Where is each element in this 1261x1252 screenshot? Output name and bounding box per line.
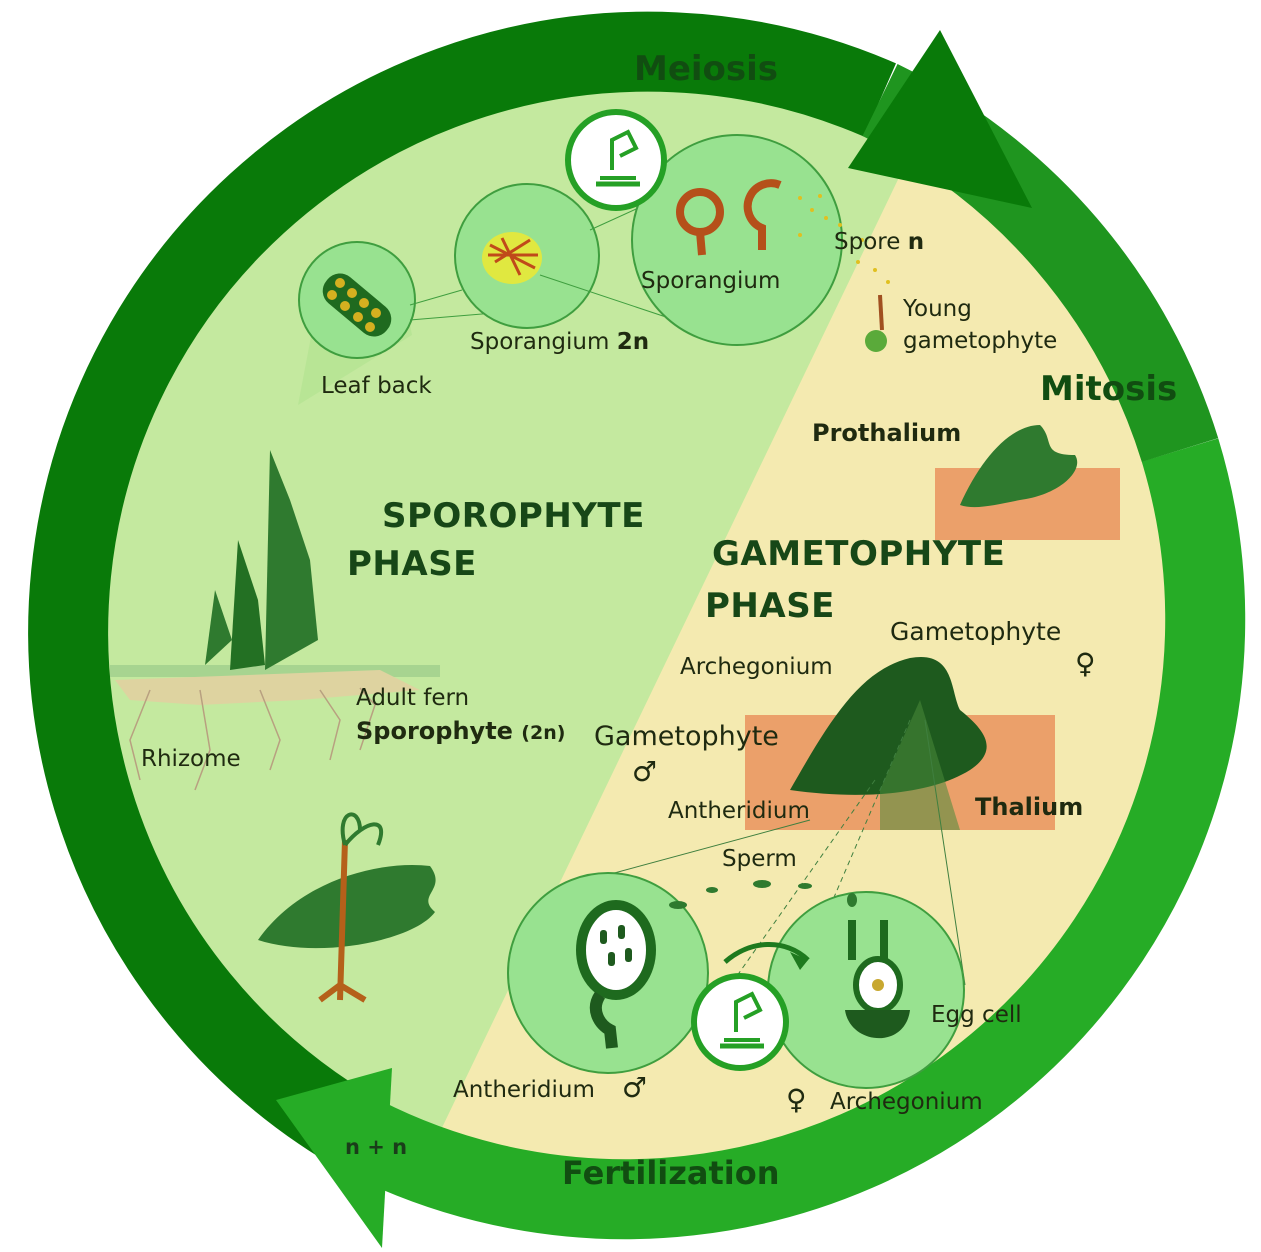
spore-label: Spore n: [834, 229, 924, 255]
sporophyte-label: Sporophyte (2n): [356, 718, 565, 746]
prothalium-label: Prothalium: [812, 420, 961, 448]
male-symbol-bottom: ♂: [622, 1072, 647, 1104]
gametophyte-female-label: Gametophyte: [890, 618, 1061, 647]
adult-fern-label: Adult fern: [356, 685, 469, 711]
rhizome-label: Rhizome: [141, 746, 241, 772]
thalium-label: Thalium: [975, 794, 1083, 822]
antheridium-bottom-label: Antheridium: [453, 1077, 595, 1103]
fertilization-label: Fertilization: [562, 1155, 780, 1192]
antheridium-top-label: Antheridium: [668, 798, 810, 824]
gametophyte-phase-line1: GAMETOPHYTE: [712, 531, 1005, 579]
archegonium-top-label: Archegonium: [680, 654, 833, 680]
sporophyte-phase-line2: PHASE: [347, 541, 477, 589]
egg-cell-label: Egg cell: [931, 1002, 1022, 1028]
sporangium-2n-label: Sporangium 2n: [470, 329, 649, 355]
n-plus-n-label: n + n: [345, 1135, 407, 1159]
male-symbol: ♂: [632, 756, 657, 788]
sporophyte-phase-line1: SPOROPHYTE: [382, 493, 645, 541]
microscope-icon: [568, 112, 664, 208]
leaf-back-label: Leaf back: [321, 373, 432, 399]
mitosis-label: Mitosis: [1040, 370, 1177, 409]
sperm-label: Sperm: [722, 846, 797, 872]
meiosis-label: Meiosis: [634, 50, 778, 89]
gametophyte-male-label: Gametophyte: [594, 721, 779, 752]
microscope-icon: [694, 976, 786, 1068]
female-symbol-bottom: ♀: [786, 1084, 807, 1116]
young-gametophyte-label-line1: Young: [903, 296, 972, 322]
gametophyte-phase-line2: PHASE: [705, 583, 835, 631]
young-gametophyte-label-line2: gametophyte: [903, 328, 1057, 354]
female-symbol: ♀: [1075, 648, 1096, 680]
archegonium-bottom-label: Archegonium: [830, 1089, 983, 1115]
sporangium-label: Sporangium: [641, 268, 780, 294]
